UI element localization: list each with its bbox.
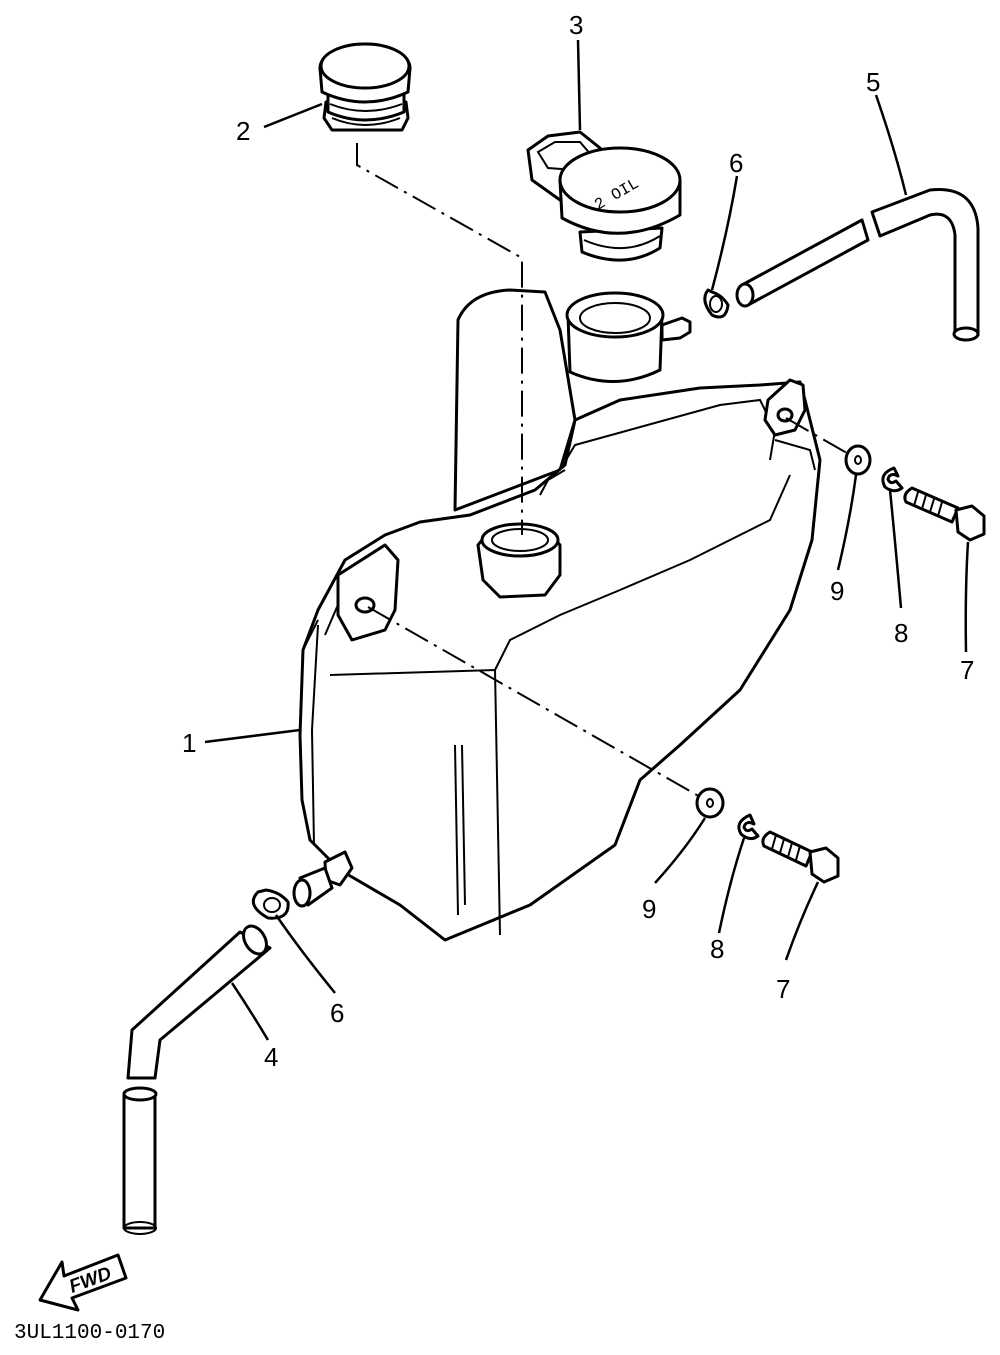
- oil-cap: 2 OIL: [526, 130, 682, 262]
- callout-7-lower: 7: [776, 974, 790, 1004]
- drawing-code: 3UL1100-0170: [14, 1322, 165, 1345]
- callout-2: 2: [236, 116, 250, 146]
- callout-6-upper: 6: [729, 148, 743, 178]
- lower-hose: [122, 924, 272, 1235]
- forward-direction-arrow: FWD: [38, 1253, 128, 1312]
- callout-6-lower: 6: [330, 998, 344, 1028]
- assembly-lines: [356, 143, 853, 799]
- upper-hose: [735, 187, 980, 342]
- callout-8-upper: 8: [894, 618, 908, 648]
- callout-7-upper: 7: [960, 655, 974, 685]
- upper-spring-washer: [881, 466, 904, 493]
- upper-clip: [703, 288, 730, 319]
- callout-8-lower: 8: [710, 934, 724, 964]
- callout-4: 4: [264, 1042, 278, 1072]
- lower-washer: [695, 787, 725, 819]
- callout-9-upper: 9: [830, 576, 844, 606]
- oil-tank: [292, 288, 822, 942]
- callout-1: 1: [182, 728, 196, 758]
- leader-lines: [204, 39, 970, 1041]
- upper-bolt: [903, 486, 986, 542]
- upper-washer: [844, 444, 872, 476]
- callout-5: 5: [866, 67, 880, 97]
- lower-bolt: [761, 830, 840, 884]
- callout-3: 3: [569, 10, 583, 40]
- grommet: [318, 42, 412, 132]
- callout-9-lower: 9: [642, 894, 656, 924]
- lower-clip: [251, 888, 290, 920]
- lower-spring-washer: [737, 813, 760, 841]
